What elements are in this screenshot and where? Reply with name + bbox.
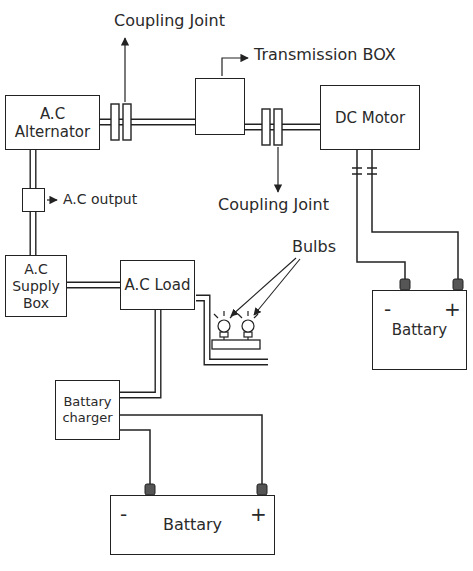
leader-line: [254, 259, 300, 315]
box-label: Battary charger: [56, 392, 119, 427]
box-label: A.C Supply Box: [6, 259, 66, 313]
coupling-joint: [262, 109, 282, 145]
box-label: DC Motor: [333, 107, 407, 129]
box-label: Battary: [161, 513, 224, 536]
terminal-sign: -: [384, 298, 391, 320]
component-box: A.C Load: [120, 260, 195, 310]
leader-line: [231, 258, 296, 316]
bulb-wire: [196, 298, 268, 362]
part-label: Coupling Joint: [114, 12, 225, 30]
cable-connector: [120, 310, 158, 395]
callout-label: A.C output: [63, 191, 137, 208]
cable-connector: [33, 150, 34, 188]
cable-connector: [67, 285, 120, 286]
wire-connector: [120, 415, 262, 495]
callout-label: Transmission BOX: [254, 45, 396, 64]
component-box: Transmission BOX: [195, 78, 245, 135]
wire-connector: [372, 150, 458, 290]
part-label: Coupling Joint: [218, 196, 329, 214]
terminal-sign: -: [120, 503, 127, 525]
coupling-joint: [111, 104, 131, 140]
box-label: A.C Alternator: [6, 103, 99, 143]
terminal-sign: +: [444, 298, 461, 320]
box-label: A.C Load: [123, 274, 193, 296]
bulb: [238, 311, 258, 340]
leader-line: [222, 58, 248, 76]
wire-mark: [352, 168, 377, 174]
terminal-sign: +: [250, 503, 267, 525]
component-box: DC Motor: [320, 85, 420, 150]
cable-connector: [33, 212, 34, 255]
component-box: A.C Alternator: [5, 95, 100, 150]
bulb-wire: [196, 298, 268, 362]
leader-line: [47, 199, 57, 200]
bulb-holder: [212, 340, 260, 349]
component-box: A.C output: [22, 188, 45, 212]
wire-connector: [357, 150, 405, 290]
component-box: A.C Supply Box: [5, 255, 67, 317]
leader-line: [277, 147, 278, 192]
component-box: Battary charger: [55, 380, 120, 440]
box-label: Battary: [390, 319, 449, 341]
leader-line: [124, 38, 125, 102]
part-label: Bulbs: [292, 238, 336, 256]
